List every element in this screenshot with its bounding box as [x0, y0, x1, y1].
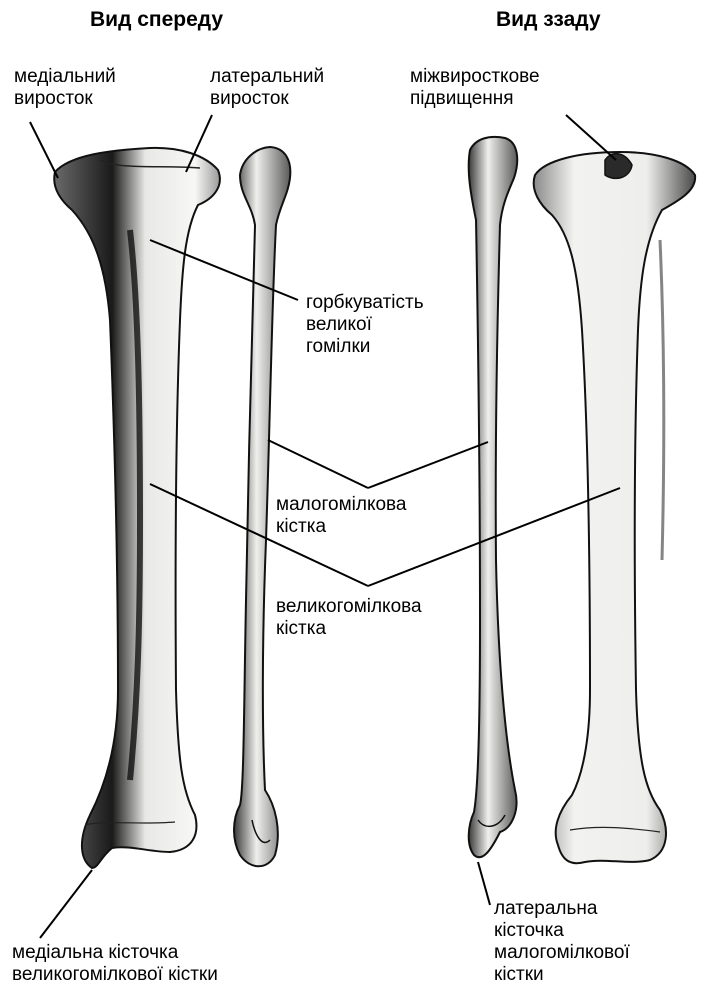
leader-fibula-left — [268, 440, 368, 488]
leader-fibula-right — [368, 442, 488, 488]
front-view-title: Вид спереду — [90, 8, 223, 32]
medial-malleolus-label: медіальна кісточка великогомілкової кіст… — [12, 942, 218, 986]
tibia-label: великогомілкова кістка — [276, 596, 422, 640]
medial-condyle-label: медіальний виросток — [14, 66, 116, 110]
tibia-back — [534, 152, 695, 863]
lateral-condyle-label: латеральний виросток — [210, 66, 324, 110]
lateral-malleolus-label: латеральна кісточка малогомілкової кістк… — [494, 898, 630, 986]
tibia-front — [54, 148, 220, 868]
leader-lateral-malleolus — [478, 862, 490, 905]
tibial-tuberosity-label: горбкуватість великої гомілки — [306, 292, 424, 358]
intercondylar-eminence-label: міжвиросткове підвищення — [410, 66, 540, 110]
fibula-back — [469, 137, 518, 857]
back-view-title: Вид ззаду — [496, 8, 601, 32]
fibula-label: малогомілкова кістка — [276, 494, 407, 538]
leader-medial-condyle — [30, 122, 58, 178]
leader-medial-malleolus — [40, 870, 92, 938]
